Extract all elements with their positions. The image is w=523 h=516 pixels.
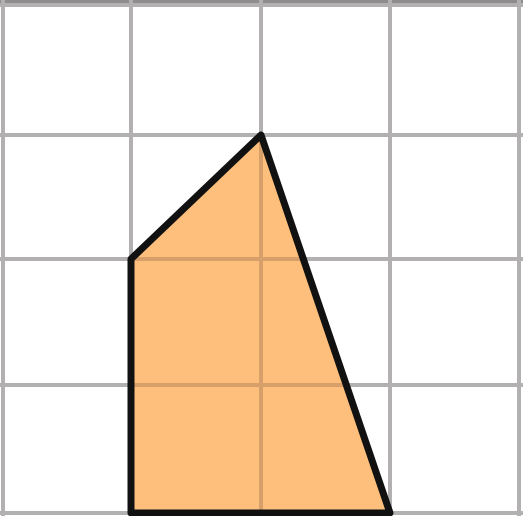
pentagon-outline xyxy=(127,131,394,516)
